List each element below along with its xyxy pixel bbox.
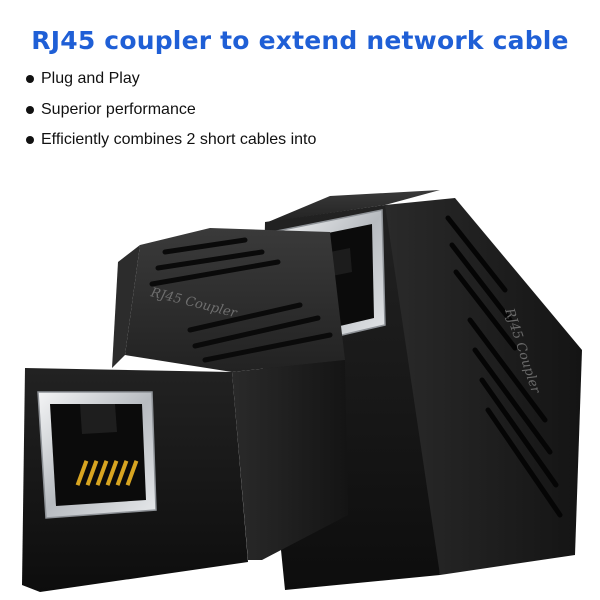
feature-text: Superior performance [41, 100, 196, 118]
coupler-front: RJ45 Coupler [22, 228, 348, 592]
bullet-icon [26, 105, 34, 114]
feature-text: Plug and Play [41, 70, 140, 88]
page-title: RJ45 coupler to extend network cable [31, 26, 569, 55]
feature-item: Plug and Play [26, 64, 316, 95]
grip-ridges [149, 237, 333, 363]
grip-ridges [445, 215, 563, 518]
contact-pins [75, 460, 139, 486]
feature-item: Efficiently combines 2 short cables into [26, 125, 316, 156]
feature-text: Efficiently combines 2 short cables into [41, 131, 317, 149]
rj45-coupler-image: RJ45 Coupler [22, 190, 582, 592]
bullet-icon [26, 136, 34, 145]
bullet-icon [26, 75, 34, 84]
feature-item: Superior performance [26, 95, 316, 126]
feature-list: Plug and Play Superior performance Effic… [26, 64, 316, 156]
